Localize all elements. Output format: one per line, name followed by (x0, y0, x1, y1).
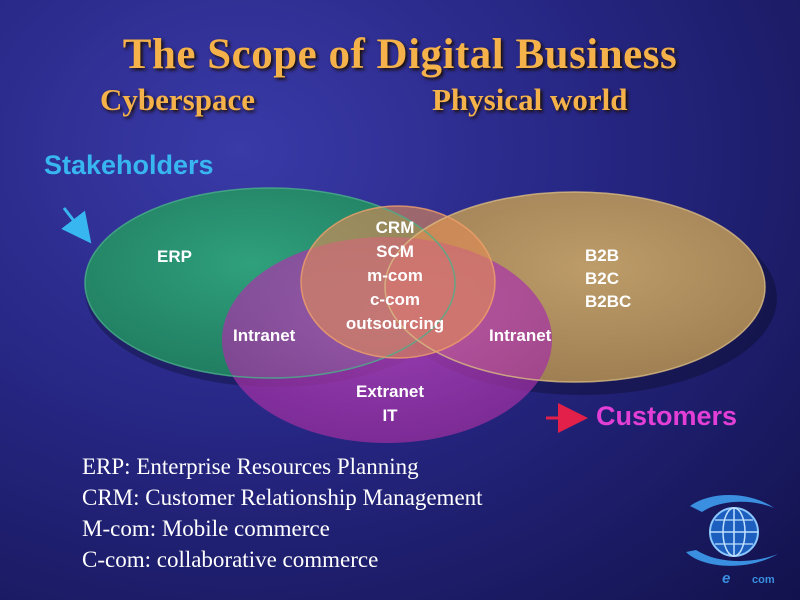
center-labels: CRM SCM m-com c-com outsourcing (336, 216, 454, 336)
definition-c-com: C-com: collaborative commerce (82, 547, 379, 572)
erp-label: ERP (157, 247, 192, 266)
logo-swoosh-bottom-icon (686, 550, 778, 566)
definition-erp: ERP: Enterprise Resources Planning (82, 454, 419, 479)
logo-swoosh-top-icon (690, 494, 774, 512)
definition-m-com: M-com: Mobile commerce (82, 516, 330, 541)
center-label-crm: CRM (375, 218, 415, 237)
b2b-ellipse-outline (384, 191, 766, 383)
center-label-c-com: c-com (369, 290, 421, 309)
intranet-left-label: Intranet (233, 326, 296, 345)
subtitle-cyberspace: Cyberspace (100, 82, 255, 117)
customers-label: Customers (596, 401, 738, 431)
stakeholders-arrow-icon (61, 207, 92, 244)
right-label-b2b: B2B (585, 246, 620, 265)
definitions-list: ERP: Enterprise Resources Planning CRM: … (82, 451, 483, 575)
center-label-scm: SCM (376, 242, 414, 261)
right-labels: B2B B2C B2BC (585, 244, 631, 313)
company-logo: e com (686, 494, 778, 587)
right-label-b2c: B2C (585, 269, 620, 288)
center-ellipse (301, 206, 495, 358)
center-ellipse-outline (300, 205, 496, 359)
center-label-m-com: m-com (367, 266, 423, 285)
right-label-b2bc: B2BC (585, 292, 632, 311)
stakeholders-label: Stakeholders (44, 150, 214, 180)
bottom-label-extranet: Extranet (355, 382, 425, 401)
subtitle-physical-world: Physical world (432, 82, 628, 117)
globe-icon (709, 507, 759, 557)
slide-title: The Scope of Digital Business (122, 31, 678, 78)
intranet-right-label: Intranet (489, 326, 552, 345)
logo-partial-text: e (722, 570, 730, 587)
bottom-label-it: IT (382, 406, 398, 425)
logo-com-text: com (752, 574, 775, 586)
definition-crm: CRM: Customer Relationship Management (82, 485, 483, 510)
erp-ellipse-outline (84, 187, 456, 379)
center-label-outsourcing: outsourcing (345, 314, 445, 333)
bottom-labels: Extranet IT (340, 380, 440, 428)
